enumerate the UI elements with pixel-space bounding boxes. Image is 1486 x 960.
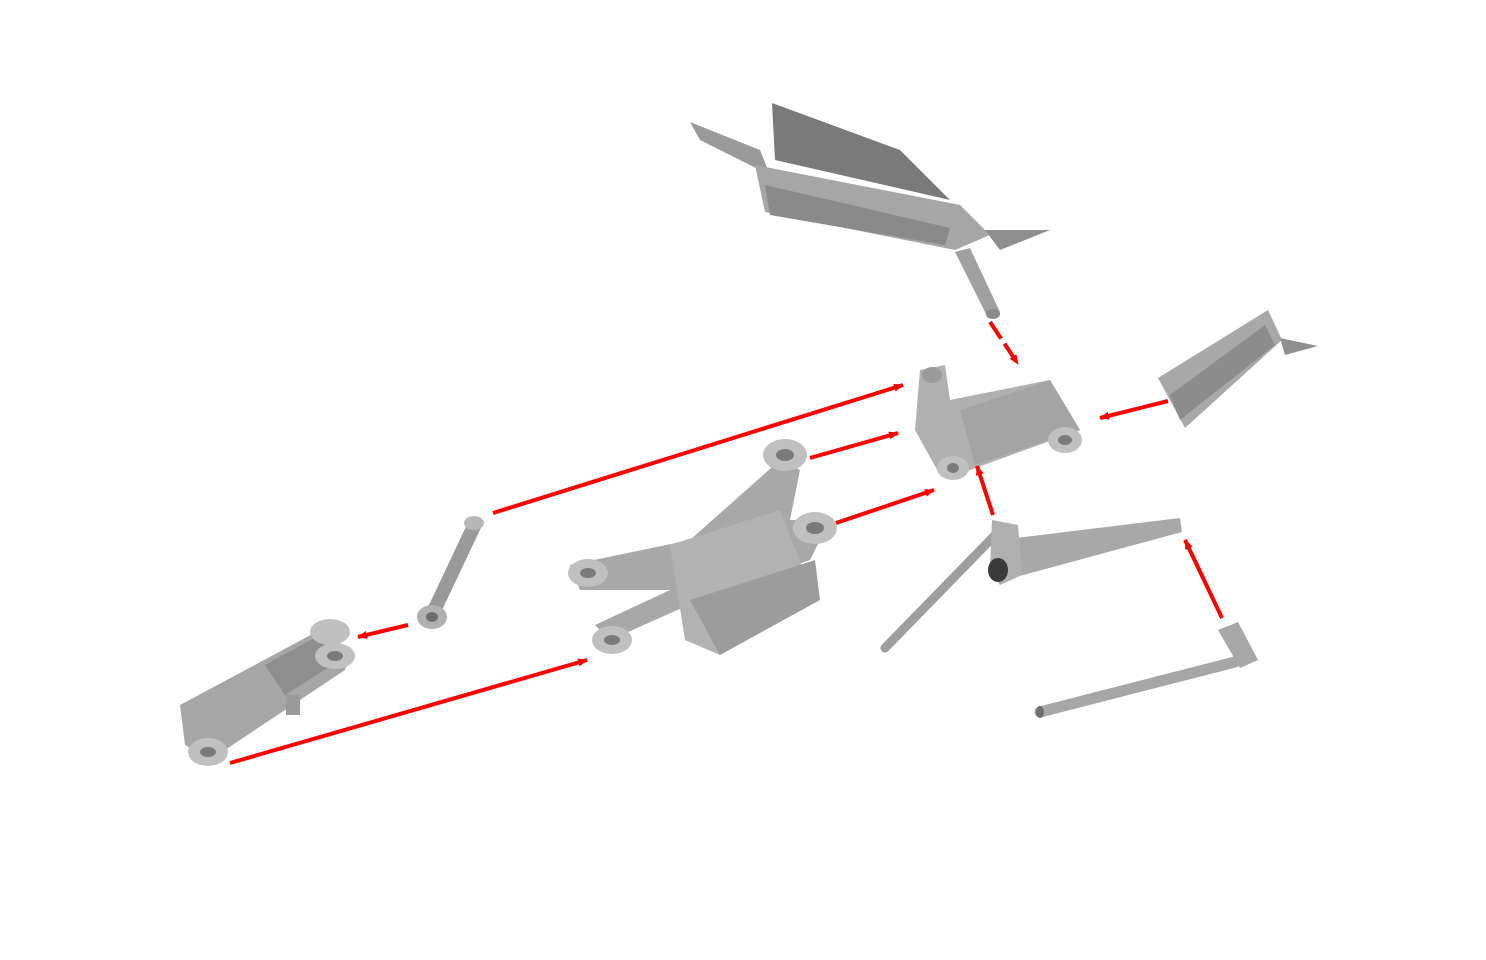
pin-rod-part xyxy=(1034,622,1258,718)
arrow-yoke-upper-to-bracket xyxy=(809,431,899,460)
arrow-yoke-lower-to-bracket xyxy=(835,488,935,525)
arrow-arm-to-yoke xyxy=(229,658,588,765)
arrow-wedge-to-bracket xyxy=(1099,399,1169,420)
arrow-shaft-to-bracket xyxy=(975,465,995,516)
blade-assembly-part xyxy=(690,103,1050,319)
lower-arm-part xyxy=(180,619,355,766)
shaft-lever-part xyxy=(880,518,1182,653)
center-bracket-part xyxy=(915,365,1082,480)
connecting-rod-part xyxy=(417,516,484,629)
arrow-rod-to-bracket xyxy=(492,383,904,515)
arrow-rod-to-arm xyxy=(357,623,409,639)
assembly-arrows xyxy=(229,320,1224,765)
wedge-part xyxy=(1158,310,1318,428)
arrow-pin-to-shaft xyxy=(1183,539,1224,619)
arrow-blade-to-bracket xyxy=(988,320,1020,366)
yoke-part xyxy=(568,439,837,655)
